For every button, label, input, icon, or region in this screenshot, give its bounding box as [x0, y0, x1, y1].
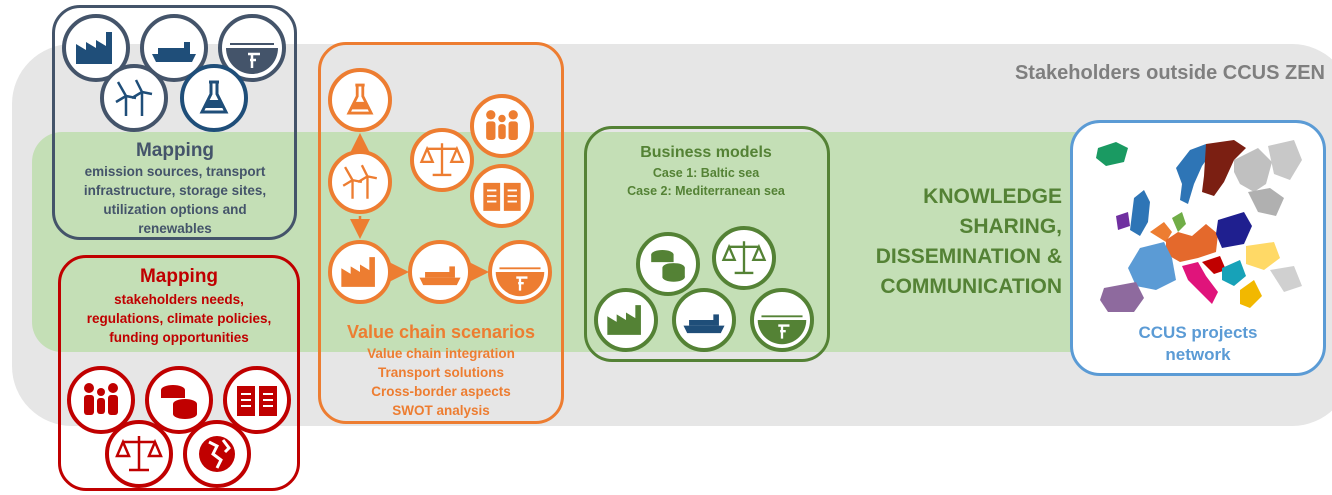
scales-icon	[712, 226, 776, 290]
mapping-infrastructure-box	[52, 5, 297, 240]
scales-icon	[105, 420, 173, 488]
lab-flask-icon	[328, 68, 392, 132]
europe-map-image	[1094, 140, 1302, 312]
knowledge-sharing-text: KNOWLEDGE SHARING, DISSEMINATION & COMMU…	[875, 185, 1062, 298]
storage-site-icon	[750, 288, 814, 352]
ccus-network-label: CCUS projects network	[1138, 323, 1258, 364]
business-models-title: Business models	[640, 144, 772, 161]
value-chain-arrows	[350, 133, 489, 282]
mapping-stakeholders-text: stakeholders needs, regulations, climate…	[86, 292, 272, 345]
book-icon	[470, 164, 534, 228]
mapping-infrastructure-text: emission sources, transport infrastructu…	[83, 164, 267, 236]
storage-site-icon	[488, 240, 552, 304]
knowledge-sharing-band	[32, 132, 1144, 352]
book-icon	[223, 366, 291, 434]
mapping-stakeholders-box	[58, 255, 300, 491]
globe-icon	[183, 420, 251, 488]
coins-icon	[636, 232, 700, 296]
mapping-infrastructure-title: Mapping	[135, 140, 215, 161]
business-models-text: Case 1: Baltic sea Case 2: Mediterranean…	[627, 166, 785, 198]
value-chain-title: Value chain scenarios	[346, 322, 536, 342]
business-models-box	[584, 126, 830, 362]
factory-icon	[594, 288, 658, 352]
ship-icon	[672, 288, 736, 352]
stakeholders-outside-label: Stakeholders outside CCUS ZEN	[1014, 62, 1325, 84]
ship-icon	[408, 240, 472, 304]
lab-flask-icon	[180, 64, 248, 132]
mapping-stakeholders-title: Mapping	[139, 266, 219, 287]
wind-turbine-icon	[100, 64, 168, 132]
scales-icon	[410, 128, 474, 192]
family-icon	[470, 94, 534, 158]
value-chain-box	[318, 42, 564, 424]
value-chain-text: Value chain integration Transport soluti…	[367, 346, 515, 418]
